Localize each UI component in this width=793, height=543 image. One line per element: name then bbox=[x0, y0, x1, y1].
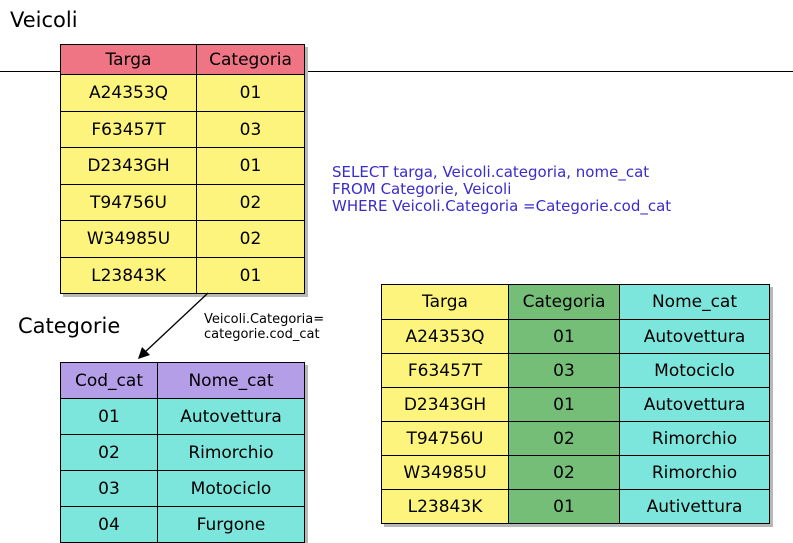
table-row: W34985U 02 bbox=[60, 220, 305, 258]
table-header-row: Targa Categoria Nome_cat bbox=[381, 284, 770, 320]
sql-line: WHERE Veicoli.Categoria =Categorie.cod_c… bbox=[332, 197, 672, 215]
veicoli-title: Veicoli bbox=[10, 8, 78, 32]
column-header: Targa bbox=[60, 44, 197, 75]
table-cell: 01 bbox=[508, 489, 620, 524]
table-cell: A24353Q bbox=[60, 74, 197, 112]
table-cell: 02 bbox=[60, 434, 158, 471]
table-row: A24353Q 01 Autovettura bbox=[381, 319, 770, 354]
table-row: L23843K 01 bbox=[60, 257, 305, 294]
table-cell: Autovettura bbox=[619, 387, 770, 422]
join-note: Veicoli.Categoria= categorie.cod_cat bbox=[204, 312, 324, 342]
sql-line: SELECT targa, Veicoli.categoria, nome_ca… bbox=[332, 163, 650, 181]
result-table: Targa Categoria Nome_cat A24353Q 01 Auto… bbox=[381, 284, 770, 524]
table-row: D2343GH 01 Autovettura bbox=[381, 387, 770, 422]
table-row: F63457T 03 Motociclo bbox=[381, 353, 770, 388]
divider-line bbox=[0, 71, 793, 72]
table-cell: 03 bbox=[508, 353, 620, 388]
table-row: 02 Rimorchio bbox=[60, 434, 305, 471]
join-arrow bbox=[138, 292, 209, 359]
table-cell: 01 bbox=[508, 319, 620, 354]
table-cell: D2343GH bbox=[60, 147, 197, 185]
table-cell: 03 bbox=[60, 470, 158, 507]
table-cell: 01 bbox=[196, 74, 305, 112]
table-cell: Autivettura bbox=[619, 489, 770, 524]
table-cell: A24353Q bbox=[381, 319, 509, 354]
column-header: Cod_cat bbox=[60, 362, 158, 399]
table-row: D2343GH 01 bbox=[60, 147, 305, 185]
table-cell: 04 bbox=[60, 506, 158, 543]
column-header: Nome_cat bbox=[157, 362, 305, 399]
table-cell: Rimorchio bbox=[619, 421, 770, 456]
table-cell: Autovettura bbox=[157, 398, 305, 435]
table-cell: 02 bbox=[508, 455, 620, 490]
table-row: A24353Q 01 bbox=[60, 74, 305, 112]
table-header-row: Targa Categoria bbox=[60, 44, 305, 75]
table-cell: F63457T bbox=[60, 111, 197, 148]
column-header: Categoria bbox=[196, 44, 305, 75]
table-cell: Motociclo bbox=[157, 470, 305, 507]
table-row: F63457T 03 bbox=[60, 111, 305, 148]
table-cell: Rimorchio bbox=[157, 434, 305, 471]
table-cell: Autovettura bbox=[619, 319, 770, 354]
table-cell: 02 bbox=[196, 220, 305, 258]
sql-query: SELECT targa, Veicoli.categoria, nome_ca… bbox=[332, 164, 671, 215]
table-cell: W34985U bbox=[60, 220, 197, 258]
table-cell: Furgone bbox=[157, 506, 305, 543]
categorie-title: Categorie bbox=[18, 314, 121, 338]
table-row: W34985U 02 Rimorchio bbox=[381, 455, 770, 490]
table-cell: 01 bbox=[508, 387, 620, 422]
column-header: Targa bbox=[381, 284, 509, 320]
join-note-line: Veicoli.Categoria= bbox=[204, 312, 325, 327]
categorie-table: Cod_cat Nome_cat 01 Autovettura 02 Rimor… bbox=[60, 362, 305, 543]
column-header: Nome_cat bbox=[619, 284, 770, 320]
table-row: T94756U 02 bbox=[60, 184, 305, 221]
table-cell: L23843K bbox=[381, 489, 509, 524]
table-cell: 01 bbox=[60, 398, 158, 435]
table-row: 01 Autovettura bbox=[60, 398, 305, 435]
table-cell: T94756U bbox=[60, 184, 197, 221]
table-cell: F63457T bbox=[381, 353, 509, 388]
table-row: 03 Motociclo bbox=[60, 470, 305, 507]
table-cell: D2343GH bbox=[381, 387, 509, 422]
veicoli-table: Targa Categoria A24353Q 01 F63457T 03 D2… bbox=[60, 44, 305, 294]
table-cell: 01 bbox=[196, 257, 305, 294]
table-row: 04 Furgone bbox=[60, 506, 305, 543]
table-cell: 02 bbox=[196, 184, 305, 221]
table-cell: 02 bbox=[508, 421, 620, 456]
table-cell: 03 bbox=[196, 111, 305, 148]
column-header: Categoria bbox=[508, 284, 620, 320]
table-row: L23843K 01 Autivettura bbox=[381, 489, 770, 524]
table-cell: T94756U bbox=[381, 421, 509, 456]
table-row: T94756U 02 Rimorchio bbox=[381, 421, 770, 456]
table-cell: W34985U bbox=[381, 455, 509, 490]
table-header-row: Cod_cat Nome_cat bbox=[60, 362, 305, 399]
table-cell: L23843K bbox=[60, 257, 197, 294]
table-cell: Motociclo bbox=[619, 353, 770, 388]
sql-line: FROM Categorie, Veicoli bbox=[332, 180, 512, 198]
table-cell: Rimorchio bbox=[619, 455, 770, 490]
join-note-line: categorie.cod_cat bbox=[204, 327, 320, 342]
table-cell: 01 bbox=[196, 147, 305, 185]
